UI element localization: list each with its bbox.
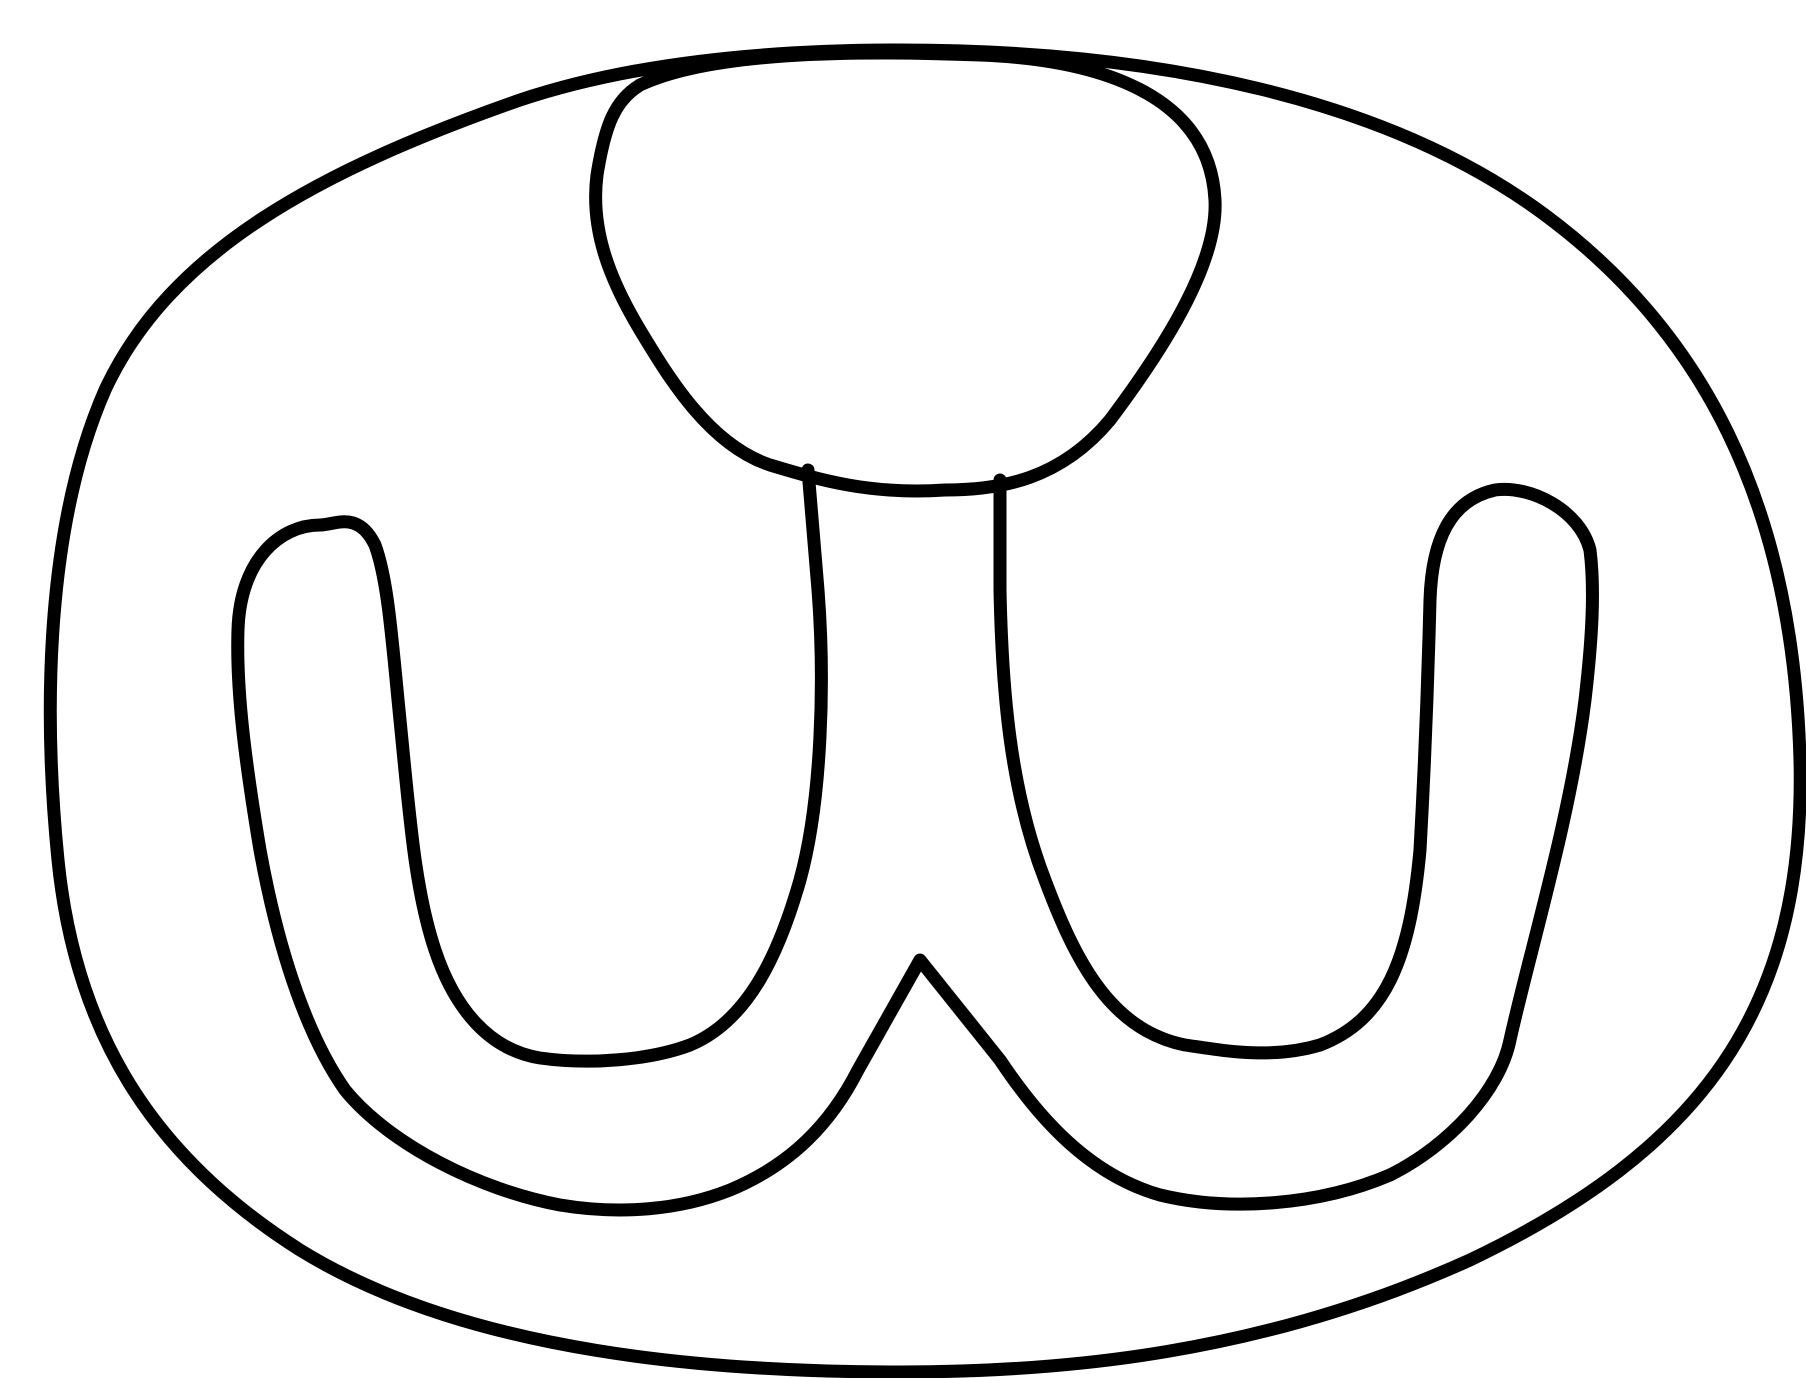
central-stalk-and-loops (238, 470, 1593, 1210)
top-rounded-lobe (596, 53, 1216, 491)
outer-oval (50, 50, 1800, 1372)
